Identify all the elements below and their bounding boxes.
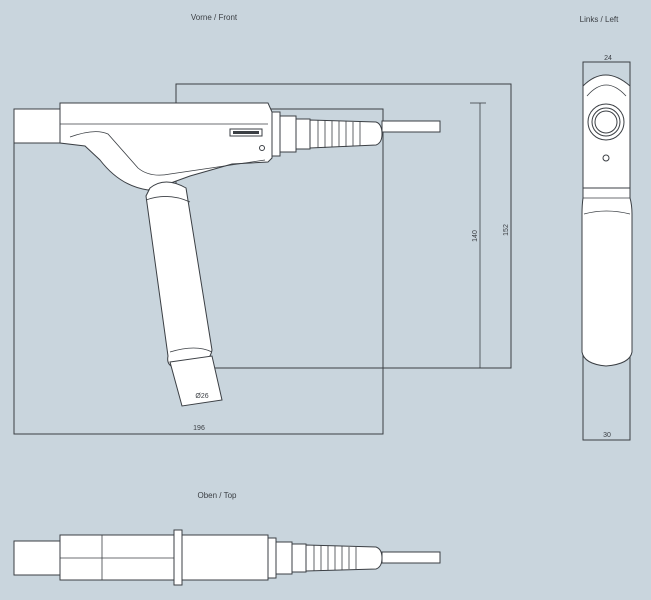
- gun-body: [59, 102, 273, 191]
- strain-relief-ribs: [317, 120, 361, 148]
- dim-30: 30: [603, 432, 611, 439]
- dim-diameter-26: Ø26: [195, 393, 208, 400]
- rear-collar: [271, 111, 281, 157]
- left-view: 24 30 Links / Left: [580, 15, 633, 441]
- dim-152: 152: [503, 224, 510, 236]
- top-body-front: [59, 534, 175, 581]
- cable: [381, 120, 441, 133]
- nozzle-ring-inner: [594, 110, 618, 134]
- rear-fitting: [295, 118, 311, 150]
- top-strain-relief-ribs: [313, 545, 357, 571]
- grip-bottom-curve: [169, 347, 213, 353]
- grip: [145, 181, 213, 369]
- front-view: 196 Ø26 140 152 Vorne / Front: [13, 13, 512, 435]
- left-grip: [581, 187, 633, 367]
- left-top-arc: [586, 84, 627, 97]
- top-view: Oben / Top: [13, 491, 441, 586]
- top-strain-relief: [305, 544, 383, 572]
- left-view-label: Links / Left: [580, 15, 619, 24]
- left-grip-curve: [583, 210, 631, 215]
- grip-top-curve: [145, 196, 191, 203]
- top-trigger-ring: [173, 529, 183, 586]
- dim-24: 24: [604, 55, 612, 62]
- battery-cap: [169, 355, 223, 407]
- top-view-label: Oben / Top: [198, 491, 238, 500]
- top-body-rear: [181, 534, 269, 581]
- label-plate-text: [233, 131, 259, 134]
- top-fitting: [291, 543, 307, 573]
- front-view-label: Vorne / Front: [191, 13, 238, 22]
- top-cable: [381, 551, 441, 564]
- label-plate: [229, 128, 263, 137]
- nozzle: [13, 108, 62, 144]
- left-screw-hole: [602, 154, 610, 162]
- top-nut: [275, 541, 293, 575]
- body-inner-curve: [69, 131, 266, 176]
- dim-140: 140: [472, 230, 479, 242]
- screw-hole: [259, 145, 265, 151]
- dim-196: 196: [193, 425, 205, 432]
- top-collar: [267, 537, 277, 579]
- top-nozzle: [13, 540, 62, 576]
- rear-nut: [279, 115, 297, 153]
